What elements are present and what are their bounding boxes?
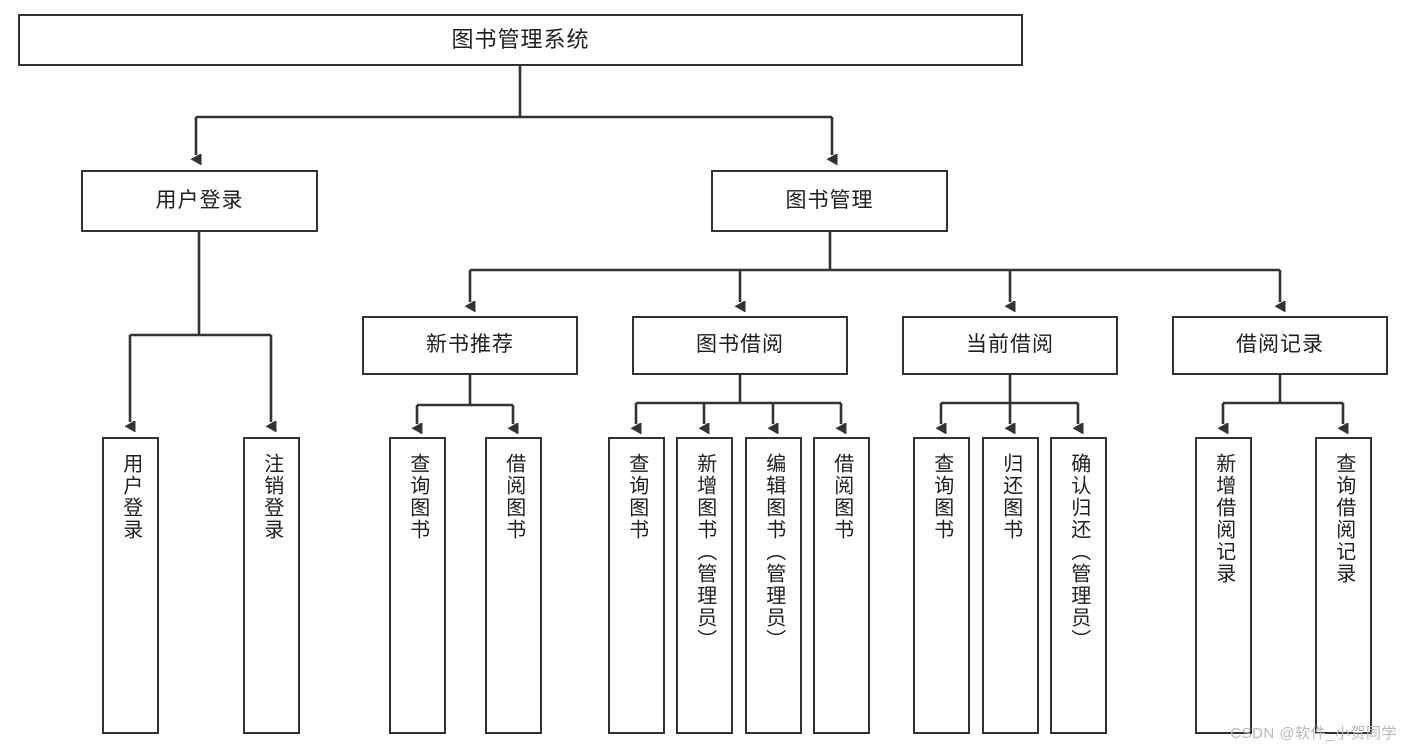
node-label: 借阅图书 bbox=[830, 453, 853, 541]
node-borrow-records[interactable]: 借阅记录 bbox=[1172, 316, 1388, 375]
leaf-borrow-book-recommend[interactable]: 借阅图书 bbox=[485, 437, 542, 734]
leaf-query-book-recommend[interactable]: 查询图书 bbox=[389, 437, 446, 734]
leaf-query-book-borrow[interactable]: 查询图书 bbox=[608, 437, 665, 734]
node-label: 查询图书 bbox=[930, 453, 953, 541]
node-label: 图书借阅 bbox=[696, 333, 784, 357]
leaf-query-borrow-record[interactable]: 查询借阅记录 bbox=[1315, 437, 1372, 734]
leaf-borrow-book[interactable]: 借阅图书 bbox=[813, 437, 870, 734]
node-label: 新增借阅记录 bbox=[1212, 453, 1235, 585]
node-label: 注销登录 bbox=[260, 453, 283, 541]
node-label: 借阅图书 bbox=[502, 453, 525, 541]
leaf-edit-book-admin[interactable]: 编辑图书（管理员） bbox=[745, 437, 802, 734]
node-label: 图书管理系统 bbox=[451, 27, 590, 53]
leaf-logout[interactable]: 注销登录 bbox=[243, 437, 300, 734]
node-label: 当前借阅 bbox=[966, 333, 1054, 357]
leaf-add-book-admin[interactable]: 新增图书（管理员） bbox=[676, 437, 733, 734]
node-label: 查询图书 bbox=[625, 453, 648, 541]
node-label: 归还图书 bbox=[999, 453, 1022, 541]
node-label: 借阅记录 bbox=[1236, 333, 1324, 357]
node-label: 确认归还（管理员） bbox=[1067, 453, 1090, 651]
node-book-management[interactable]: 图书管理 bbox=[711, 170, 948, 232]
leaf-query-book-current[interactable]: 查询图书 bbox=[913, 437, 970, 734]
node-label: 新增图书（管理员） bbox=[693, 453, 716, 651]
node-label: 用户登录 bbox=[119, 453, 142, 541]
node-label: 查询借阅记录 bbox=[1332, 453, 1355, 585]
node-label: 查询图书 bbox=[406, 453, 429, 541]
node-label: 图书管理 bbox=[785, 188, 874, 212]
leaf-return-book[interactable]: 归还图书 bbox=[982, 437, 1039, 734]
node-label: 编辑图书（管理员） bbox=[762, 453, 785, 651]
node-new-book-recommend[interactable]: 新书推荐 bbox=[362, 316, 578, 375]
leaf-confirm-return-admin[interactable]: 确认归还（管理员） bbox=[1050, 437, 1107, 734]
leaf-add-borrow-record[interactable]: 新增借阅记录 bbox=[1195, 437, 1252, 734]
node-book-borrow[interactable]: 图书借阅 bbox=[632, 316, 848, 375]
node-current-borrow[interactable]: 当前借阅 bbox=[902, 316, 1118, 375]
node-label: 用户登录 bbox=[155, 188, 244, 212]
watermark: CSDN @软件_小贺同学 bbox=[1230, 725, 1397, 742]
leaf-user-login[interactable]: 用户登录 bbox=[102, 437, 159, 734]
node-user-login[interactable]: 用户登录 bbox=[81, 170, 318, 232]
node-label: 新书推荐 bbox=[426, 333, 514, 357]
node-root-system[interactable]: 图书管理系统 bbox=[18, 14, 1023, 66]
